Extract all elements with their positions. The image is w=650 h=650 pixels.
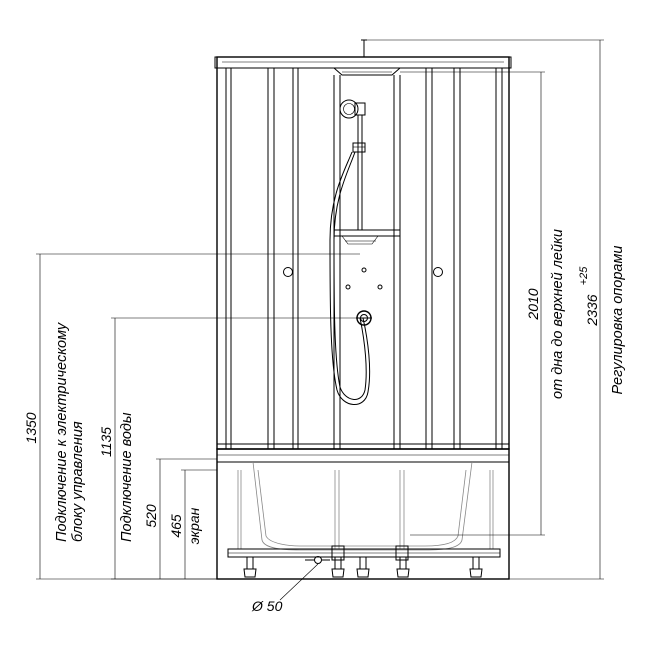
- screen-label: экран: [186, 507, 202, 544]
- dim-2336-label: 2336: [584, 294, 600, 326]
- dimension-lines: [36, 39, 604, 601]
- dim-2010-label: 2010: [525, 288, 541, 320]
- from-bottom-label: от дна до верхней лейки: [550, 229, 566, 399]
- hand-shower-head-icon: [339, 99, 359, 119]
- cabin-frame: [214, 39, 512, 450]
- adjustable-feet: [243, 556, 483, 578]
- drain-diameter-label: Ø 50: [251, 598, 283, 614]
- jet-icon: [361, 267, 367, 273]
- jet-icon: [345, 284, 351, 290]
- dim-520-label: 520: [143, 504, 159, 528]
- shower-tray: [216, 448, 510, 580]
- electrical-label-line2: блоку управления: [70, 421, 86, 542]
- adjust-label: Регулировка опорами: [610, 246, 626, 395]
- door-handle-left-icon: [283, 267, 293, 277]
- water-label: Подключение воды: [119, 412, 135, 542]
- electrical-label-line1: Подключение к электрическому: [54, 322, 70, 542]
- dim-1350-label: 1350: [23, 412, 39, 443]
- dim-2336-tolerance: +25: [578, 266, 590, 286]
- door-handle-right-icon: [433, 267, 443, 277]
- dim-1135-label: 1135: [98, 427, 114, 457]
- drain-icon: [314, 556, 322, 564]
- jet-icon: [377, 284, 383, 290]
- dim-465-label: 465: [168, 514, 184, 538]
